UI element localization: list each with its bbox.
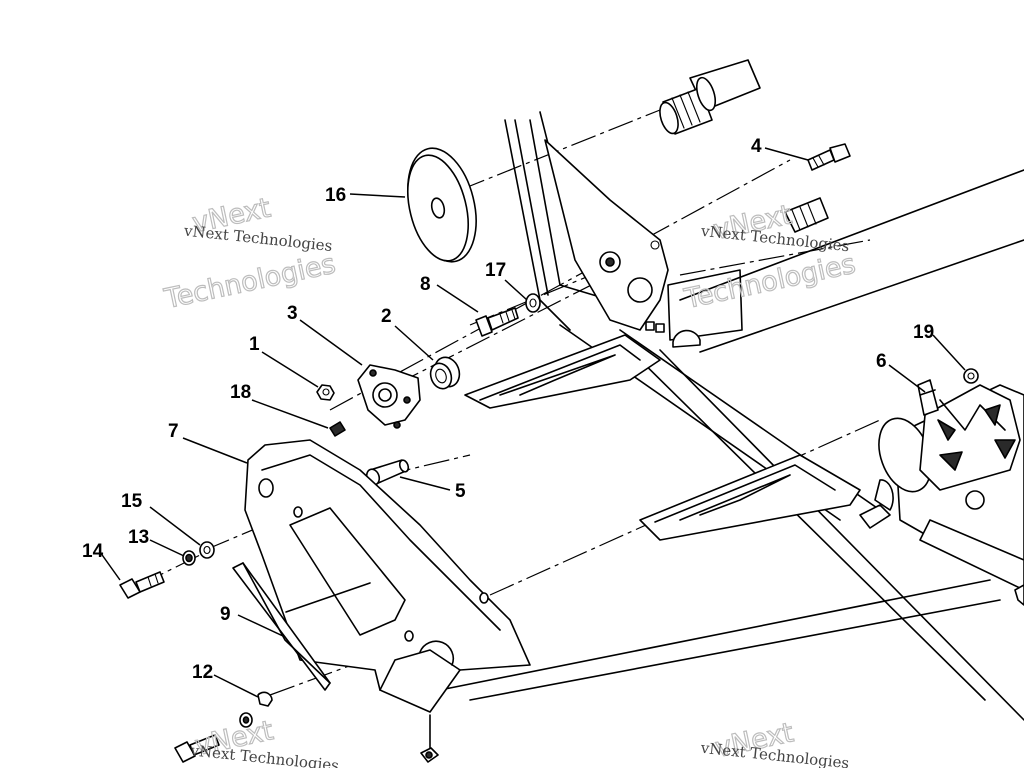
flange-bearing-part-3 bbox=[357, 364, 421, 429]
lockwasher-part-13 bbox=[182, 550, 196, 566]
part-number-4: 4 bbox=[751, 136, 762, 157]
part-number-2: 2 bbox=[381, 306, 392, 327]
bottom-washer bbox=[239, 712, 253, 728]
footrest-bracket-upper bbox=[464, 334, 661, 409]
splined-stud bbox=[784, 197, 829, 233]
part-number-6: 6 bbox=[876, 351, 887, 372]
watermark-company: vNext Technologies bbox=[182, 221, 333, 255]
chain-guard-part-7 bbox=[244, 439, 531, 713]
bushing-part-2 bbox=[429, 356, 461, 390]
part-number-16: 16 bbox=[325, 185, 346, 206]
watermark-right: vNext Technologies vNext Technologies bbox=[681, 199, 859, 316]
part-number-3: 3 bbox=[287, 303, 298, 324]
part-number-17: 17 bbox=[485, 260, 506, 281]
watermark-big-2: Technologies bbox=[161, 249, 338, 316]
cotter-pin-part-6 bbox=[917, 379, 939, 416]
steering-clamp-assembly bbox=[874, 384, 1024, 606]
bottom-nut bbox=[420, 714, 439, 763]
bolt-part-8 bbox=[475, 307, 519, 337]
pin-part-5 bbox=[365, 459, 410, 486]
watermark-left: vNext Technologies vNext Technologies bbox=[161, 192, 339, 316]
part-number-8: 8 bbox=[420, 274, 431, 295]
part-number-5: 5 bbox=[455, 481, 466, 502]
part-number-1: 1 bbox=[249, 334, 260, 355]
washer-disc-part-16 bbox=[407, 147, 477, 263]
guard-plate-part-9 bbox=[232, 562, 331, 691]
nut-part-19 bbox=[963, 368, 979, 384]
bolt-part-4 bbox=[807, 143, 851, 171]
part-number-15: 15 bbox=[121, 491, 143, 512]
nut-part-1 bbox=[316, 384, 335, 401]
bottom-bolt bbox=[174, 734, 220, 763]
part-number-19: 19 bbox=[913, 322, 934, 343]
bolt-part-14 bbox=[119, 571, 165, 599]
part-number-14: 14 bbox=[82, 541, 104, 562]
part-number-9: 9 bbox=[220, 604, 231, 625]
washer-part-17 bbox=[525, 293, 541, 313]
part-number-18: 18 bbox=[230, 382, 251, 403]
part-number-13: 13 bbox=[128, 527, 149, 548]
drive-shaft bbox=[659, 59, 761, 135]
plug-part-12 bbox=[257, 691, 273, 707]
grease-fitting-part-18 bbox=[329, 421, 346, 437]
leader-lines bbox=[99, 147, 966, 698]
watermark-bottom-left: vNext vNext Technologies bbox=[189, 715, 340, 768]
footrest-bracket-lower bbox=[639, 454, 861, 541]
part-number-7: 7 bbox=[168, 421, 179, 442]
watermark-bottom-right: vNext vNext Technologies bbox=[699, 717, 850, 768]
washer-part-15 bbox=[199, 541, 215, 559]
part-number-12: 12 bbox=[192, 662, 213, 683]
part-number-labels: 1 2 3 4 5 6 7 8 9 12 13 14 15 16 17 18 1… bbox=[82, 136, 934, 683]
